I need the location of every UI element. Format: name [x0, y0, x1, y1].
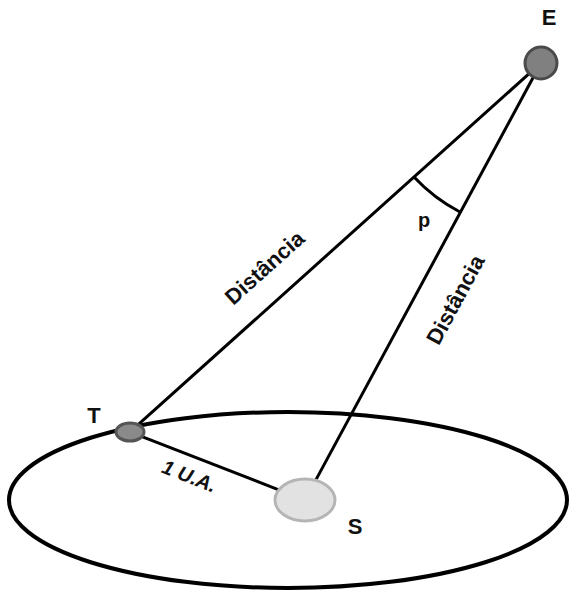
edge-label: Distância	[423, 251, 489, 348]
node-shape	[114, 421, 146, 443]
sun-circle: S	[273, 477, 337, 523]
node-ellipse	[275, 479, 335, 521]
earth-circle: T	[114, 421, 146, 443]
parallax-angle-arc	[414, 177, 460, 212]
connector-line	[316, 77, 534, 480]
connector-line	[138, 74, 529, 425]
orbit-ellipse	[9, 412, 567, 588]
point-label: T	[87, 405, 100, 427]
node-shape	[523, 45, 559, 81]
star-circle: E	[523, 45, 559, 81]
node-ellipse	[525, 47, 557, 79]
node-ellipse	[116, 423, 144, 441]
node-shape	[273, 477, 337, 523]
point-label: S	[348, 516, 363, 538]
angle-label: p	[418, 210, 430, 230]
point-label: E	[542, 7, 557, 29]
edge-label: Distância	[221, 227, 308, 309]
